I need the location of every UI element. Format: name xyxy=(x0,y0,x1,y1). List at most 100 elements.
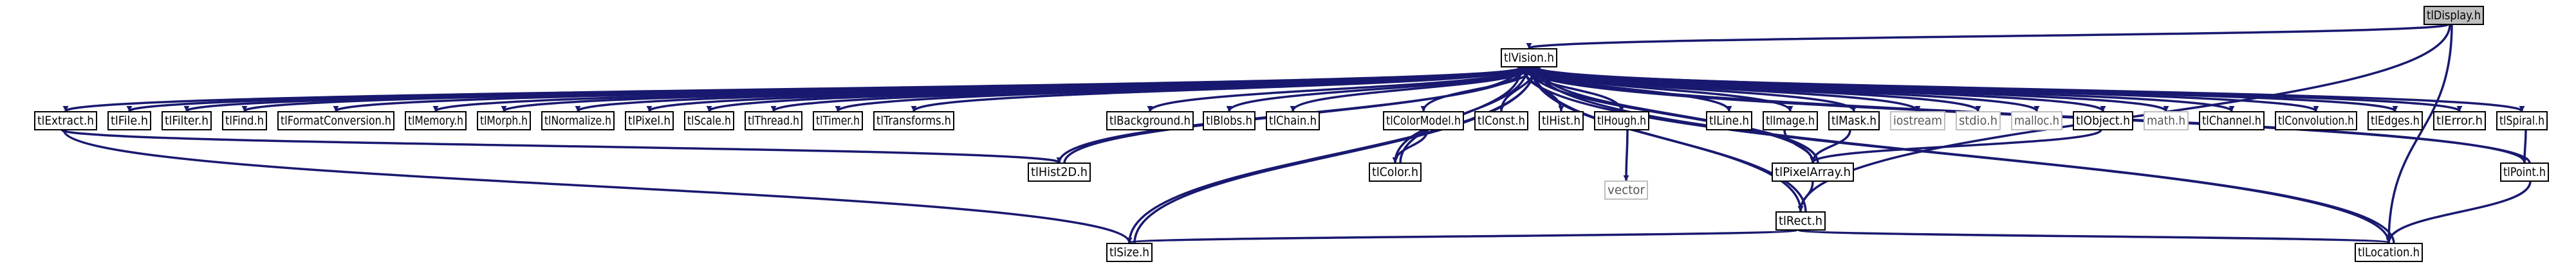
node-label: math.h xyxy=(2147,114,2185,128)
node-label: tlThread.h xyxy=(748,114,799,128)
node-box xyxy=(1028,163,1091,182)
node-box xyxy=(1106,243,1153,262)
node-tlChain[interactable]: tlChain.h xyxy=(1266,111,1320,130)
edge-tlObject-to-tlPixelArray xyxy=(1810,128,2102,164)
edge-tlPixelArray-to-tlVision xyxy=(1536,67,1819,164)
node-label: iostream xyxy=(1893,114,1942,128)
node-tlMemory[interactable]: tlMemory.h xyxy=(405,111,467,130)
node-label: tlScale.h xyxy=(687,114,731,128)
node-tlHist2D[interactable]: tlHist2D.h xyxy=(1028,163,1091,182)
node-tlFile[interactable]: tlFile.h xyxy=(107,111,151,130)
edge-tlPixelArray-to-tlRect xyxy=(1797,180,1814,212)
node-tlNormalize[interactable]: tlNormalize.h xyxy=(541,111,615,130)
node-tlDisplay[interactable]: tlDisplay.h xyxy=(2423,6,2484,25)
node-tlPixelArray[interactable]: tlPixelArray.h xyxy=(1772,163,1854,182)
node-label: stdio.h xyxy=(1959,114,1997,128)
nodes-layer: tlDisplay.h tlVision.h tlExtract.h tlFile.h… xyxy=(34,6,2549,262)
node-tlLine[interactable]: tlLine.h xyxy=(1706,111,1752,130)
node-tlFind[interactable]: tlFind.h xyxy=(222,111,267,130)
node-box xyxy=(162,111,212,130)
node-tlConvolution[interactable]: tlConvolution.h xyxy=(2275,111,2357,130)
node-tlExtract[interactable]: tlExtract.h xyxy=(34,111,97,130)
node-label: tlFind.h xyxy=(225,114,264,128)
node-label: tlPoint.h xyxy=(2503,165,2546,179)
edge-tlVision-to-tlTransforms xyxy=(911,66,1526,112)
node-tlError[interactable]: tlError.h xyxy=(2433,111,2486,130)
node-box xyxy=(2423,6,2484,25)
node-box xyxy=(813,111,863,130)
node-label: tlColor.h xyxy=(1372,165,1418,179)
node-label: tlTimer.h xyxy=(816,114,860,128)
node-tlFilter[interactable]: tlFilter.h xyxy=(162,111,212,130)
node-box xyxy=(2500,163,2549,182)
edge-tlExtract-to-tlSize xyxy=(62,129,1133,243)
node-box xyxy=(1956,111,2001,130)
node-tlSpiral[interactable]: tlSpiral.h xyxy=(2496,111,2548,130)
edge-tlHough-to-vector xyxy=(1623,129,1629,181)
node-tlRect[interactable]: tlRect.h xyxy=(1775,211,1826,231)
node-tlPixel[interactable]: tlPixel.h xyxy=(625,111,674,130)
node-tlTransforms[interactable]: tlTransforms.h xyxy=(873,111,954,130)
node-tlVision[interactable]: tlVision.h xyxy=(1501,48,1557,67)
node-box xyxy=(2073,111,2133,130)
node-box xyxy=(1706,111,1752,130)
node-box xyxy=(1539,111,1584,130)
node-tlEdges[interactable]: tlEdges.h xyxy=(2368,111,2423,130)
node-box xyxy=(2199,111,2265,130)
node-tlThread[interactable]: tlThread.h xyxy=(745,111,802,130)
node-label: tlMemory.h xyxy=(408,114,463,128)
node-tlMask[interactable]: tlMask.h xyxy=(1828,111,1880,130)
node-tlHist[interactable]: tlHist.h xyxy=(1539,111,1584,130)
node-tlSize[interactable]: tlSize.h xyxy=(1106,243,1153,262)
node-tlImage[interactable]: tlImage.h xyxy=(1763,111,1818,130)
node-tlLocation[interactable]: tlLocation.h xyxy=(2355,243,2423,262)
node-iostream: iostream xyxy=(1890,111,1945,130)
node-label: tlConvolution.h xyxy=(2278,114,2354,128)
node-tlHough[interactable]: tlHough.h xyxy=(1594,111,1649,130)
node-box xyxy=(1203,111,1256,130)
edge-tlRect-to-tlSize xyxy=(1127,229,1798,244)
node-tlColorModel[interactable]: tlColorModel.h xyxy=(1383,111,1464,130)
node-tlBackground[interactable]: tlBackground.h xyxy=(1106,111,1194,130)
node-box xyxy=(745,111,802,130)
node-tlScale[interactable]: tlScale.h xyxy=(684,111,734,130)
node-malloc: malloc.h xyxy=(2011,111,2062,130)
node-box xyxy=(34,111,97,130)
node-box xyxy=(1828,111,1880,130)
node-label: tlNormalize.h xyxy=(544,114,611,128)
node-box xyxy=(1266,111,1320,130)
node-box xyxy=(541,111,615,130)
edge-tlSpiral-to-tlPoint xyxy=(2521,129,2528,163)
node-tlObject[interactable]: tlObject.h xyxy=(2073,111,2133,130)
node-box xyxy=(2496,111,2548,130)
edge-tlVision-to-tlBackground xyxy=(1147,66,1528,112)
node-tlMorph[interactable]: tlMorph.h xyxy=(477,111,531,130)
node-label: tlImage.h xyxy=(1766,114,1815,128)
node-label: tlConst.h xyxy=(1478,114,1525,128)
edge-tlLocation-to-tlVision xyxy=(1534,67,2395,244)
node-tlFormatConversion[interactable]: tlFormatConversion.h xyxy=(277,111,394,130)
node-box xyxy=(1501,48,1557,67)
node-label: tlVision.h xyxy=(1504,51,1554,65)
node-box xyxy=(1763,111,1818,130)
node-label: tlBlobs.h xyxy=(1206,114,1252,128)
node-tlPoint[interactable]: tlPoint.h xyxy=(2500,163,2549,182)
node-box xyxy=(1604,180,1648,200)
node-tlChannel[interactable]: tlChannel.h xyxy=(2199,111,2265,130)
node-tlConst[interactable]: tlConst.h xyxy=(1474,111,1528,130)
node-box xyxy=(1772,163,1854,182)
node-tlColor[interactable]: tlColor.h xyxy=(1369,163,1422,182)
node-box xyxy=(1594,111,1649,130)
node-box xyxy=(477,111,531,130)
node-tlBlobs[interactable]: tlBlobs.h xyxy=(1203,111,1256,130)
node-label: tlSpiral.h xyxy=(2499,114,2544,128)
node-box xyxy=(2433,111,2486,130)
node-box xyxy=(2355,243,2423,262)
node-label: tlChannel.h xyxy=(2202,114,2261,128)
edge-tlVision-to-tlBlobs xyxy=(1226,66,1530,112)
node-box xyxy=(2275,111,2357,130)
node-label: tlFilter.h xyxy=(165,114,208,128)
node-label: tlColorModel.h xyxy=(1386,114,1461,128)
node-box xyxy=(1474,111,1528,130)
node-tlTimer[interactable]: tlTimer.h xyxy=(813,111,863,130)
